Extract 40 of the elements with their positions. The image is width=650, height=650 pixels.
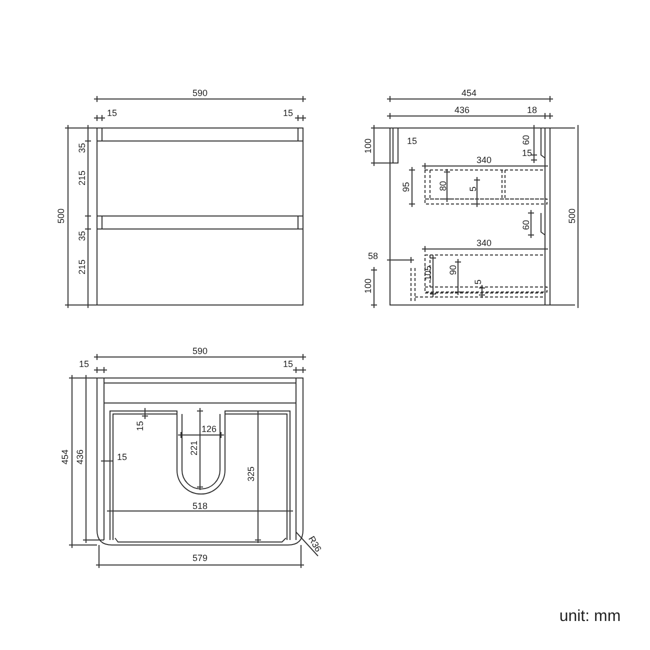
dimension-label: 340 [476,238,492,248]
dimension-label: 436 [75,449,85,465]
dimension-label: 15 [407,136,417,146]
dimension-label: 500 [56,208,66,224]
dimension-label: 35 [77,143,87,153]
dimension-label: 500 [567,208,577,224]
dimension-label: 15 [79,359,89,369]
dimension-label: 215 [77,259,87,275]
dimension-label: 58 [368,251,378,261]
dimension-label: 579 [192,553,208,563]
dimension-label: 15 [135,421,145,431]
dimension-label: 325 [246,466,256,482]
dimension-label: 90 [448,265,458,275]
dimension-label: 340 [476,155,492,165]
dimension-label: 60 [521,135,531,145]
dimension-label: 80 [438,181,448,191]
dimension-label: 518 [192,501,208,511]
dimension-label: 590 [192,88,208,98]
dimension-label: 100 [363,278,373,294]
dimension-label: 5 [473,280,483,284]
dimension-label: 15 [283,108,293,118]
dimension-label: 454 [60,449,70,465]
dimension-label: 5 [468,186,478,192]
dimension-label: 215 [77,170,87,186]
dimension-label: 105 [423,265,433,281]
dimension-label: 436 [454,105,470,115]
dimension-label: 454 [461,88,477,98]
dimension-label: 35 [77,231,87,241]
dimension-label: 126 [201,424,217,434]
dimension-label: 100 [363,138,373,154]
dimension-label: 95 [401,182,411,192]
dimension-label: 221 [189,440,199,456]
dimension-label: 60 [521,220,531,230]
dimension-label: 590 [192,346,208,356]
dimension-label: 15 [283,359,293,369]
dimension-label: 15 [107,108,117,118]
unit-note: unit: mm [559,608,621,626]
dimension-label: 15 [522,148,532,158]
dimension-label: 15 [117,452,127,462]
dimension-label: 18 [527,105,537,115]
